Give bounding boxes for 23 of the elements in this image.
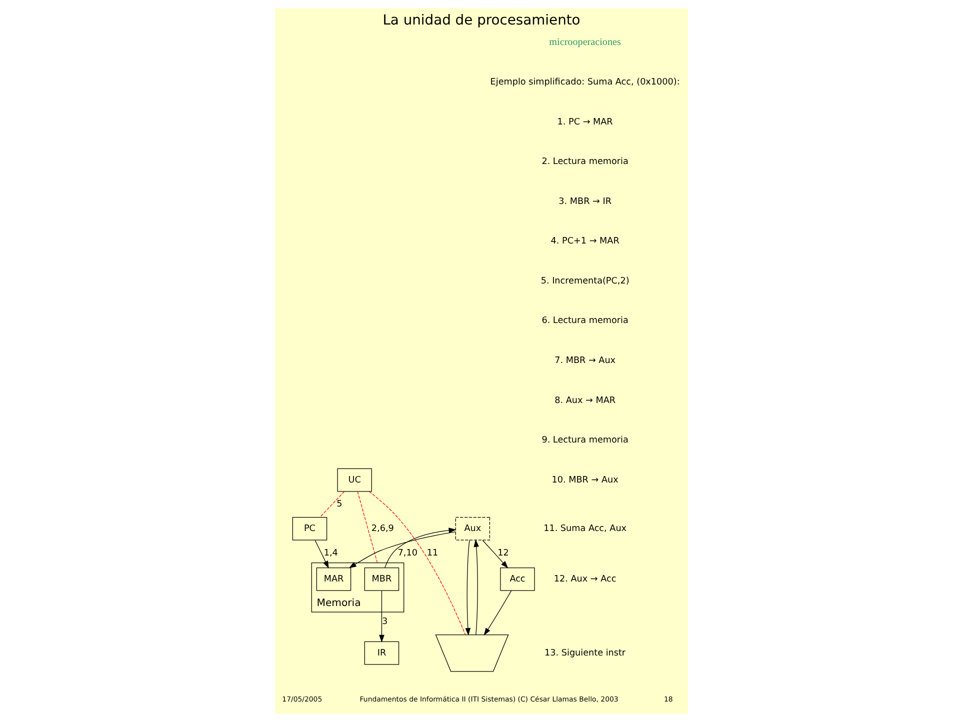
label: 1. PC → MAR xyxy=(556,117,612,128)
label: 6. Lectura memoria xyxy=(541,316,628,326)
edge-label: 3 xyxy=(382,617,388,628)
label: 8. Aux → MAR xyxy=(554,396,616,406)
label: microoperaciones xyxy=(548,36,620,48)
label: 10. MBR → Aux xyxy=(551,475,618,486)
label: 4. PC+1 → MAR xyxy=(550,236,619,247)
label: 12. Aux → Acc xyxy=(553,574,616,585)
label: 2. Lectura memoria xyxy=(541,157,628,168)
label: 3. MBR → IR xyxy=(558,196,611,207)
diagram-title: La unidad de procesamiento xyxy=(382,12,580,28)
label: 13. Siguiente instr xyxy=(544,648,626,658)
label: Ejemplo simplificado: Suma Acc, (0x1000): xyxy=(490,78,680,88)
edge-label: 1,4 xyxy=(323,548,338,558)
edge-label: 11 xyxy=(426,548,438,558)
label: 11. Suma Acc, Aux xyxy=(543,524,626,534)
edge-label: 7,10 xyxy=(397,548,417,558)
edge-label: 5 xyxy=(336,500,342,510)
label: 9. Lectura memoria xyxy=(541,436,628,446)
edge-label: 12 xyxy=(497,548,508,558)
label: 7. MBR → Aux xyxy=(554,356,616,366)
label: 5. Incrementa(PC,2) xyxy=(540,276,629,286)
edge-label: 2,6,9 xyxy=(370,524,394,534)
